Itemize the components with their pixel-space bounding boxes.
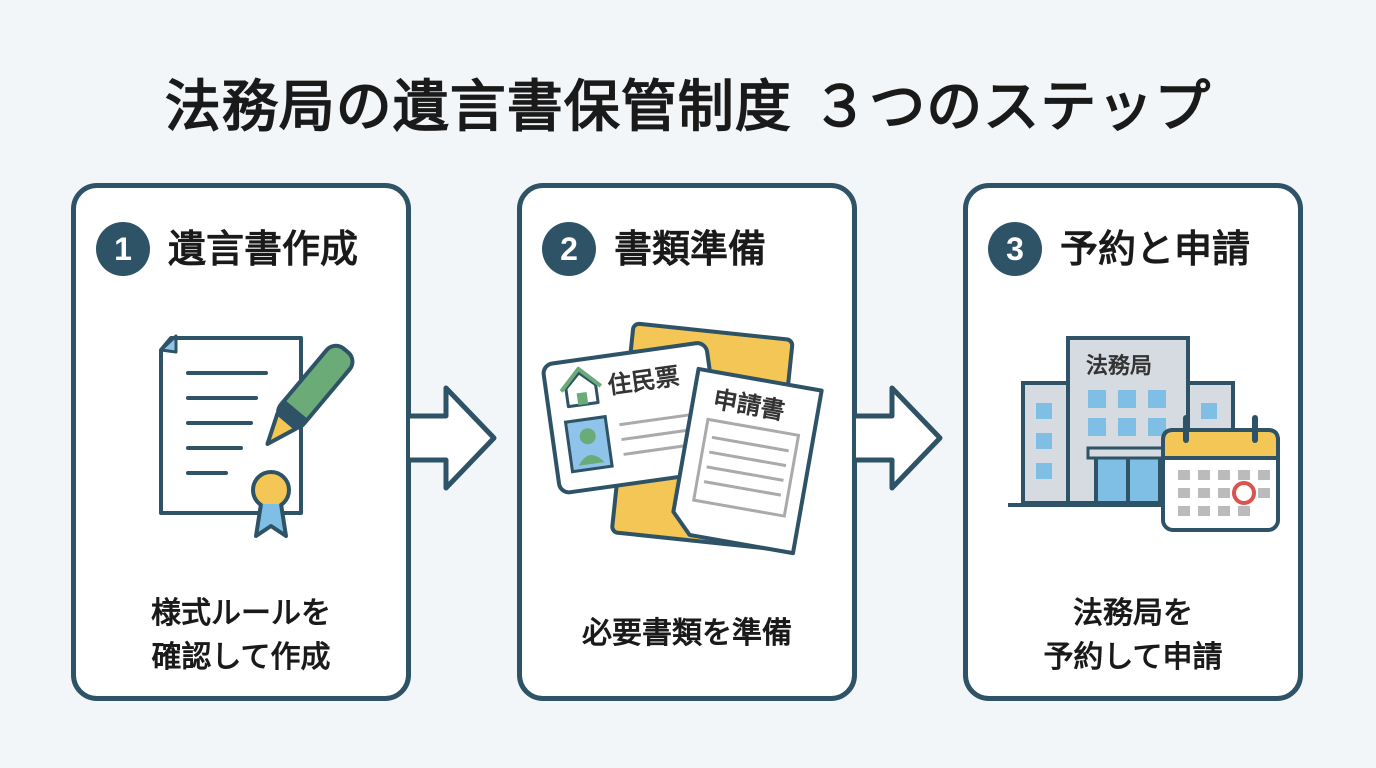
building-calendar-icon: 法務局: [1008, 336, 1280, 532]
step-description-1-line-2: 確認して作成: [151, 640, 331, 675]
step-card-3: 3 予約と申請 法務局: [963, 183, 1303, 701]
step-header-2: 2 書類準備: [522, 222, 852, 282]
step-description-3-line-1: 法務局を: [1073, 596, 1193, 631]
will-document-pen-icon: [159, 334, 355, 538]
step-description-2: 必要書類を準備: [522, 612, 852, 656]
step-title-3: 予約と申請: [1060, 227, 1251, 271]
step-title-2: 書類準備: [614, 227, 767, 271]
legal-affairs-bureau-label: 法務局: [1086, 353, 1152, 379]
step-description-1: 様式ルールを 確認して作成: [76, 592, 406, 680]
arrow-right-icon: [856, 385, 943, 491]
step-number-badge-1: 1: [96, 222, 150, 276]
documents-icon: 住民票 申請書: [541, 321, 824, 556]
arrow-right-icon: [410, 385, 497, 491]
step-description-3: 法務局を 予約して申請: [968, 592, 1298, 680]
step-card-1: 1 遺言書作成 様式ルールを 確認して作成: [71, 183, 411, 701]
step-number-badge-2: 2: [542, 222, 596, 276]
step-description-2-line-1: 必要書類を準備: [582, 616, 792, 651]
page-title: 法務局の遺言書保管制度 ３つのステップ: [164, 75, 1212, 140]
step-header-1: 1 遺言書作成: [76, 222, 406, 282]
step-card-2: 2 書類準備 住民票 申請書: [517, 183, 857, 701]
step-number-badge-3: 3: [988, 222, 1042, 276]
step-description-3-line-2: 予約して申請: [1043, 640, 1223, 675]
step-description-1-line-1: 様式ルールを: [151, 596, 331, 631]
step-title-1: 遺言書作成: [168, 227, 359, 271]
step-header-3: 3 予約と申請: [968, 222, 1298, 282]
